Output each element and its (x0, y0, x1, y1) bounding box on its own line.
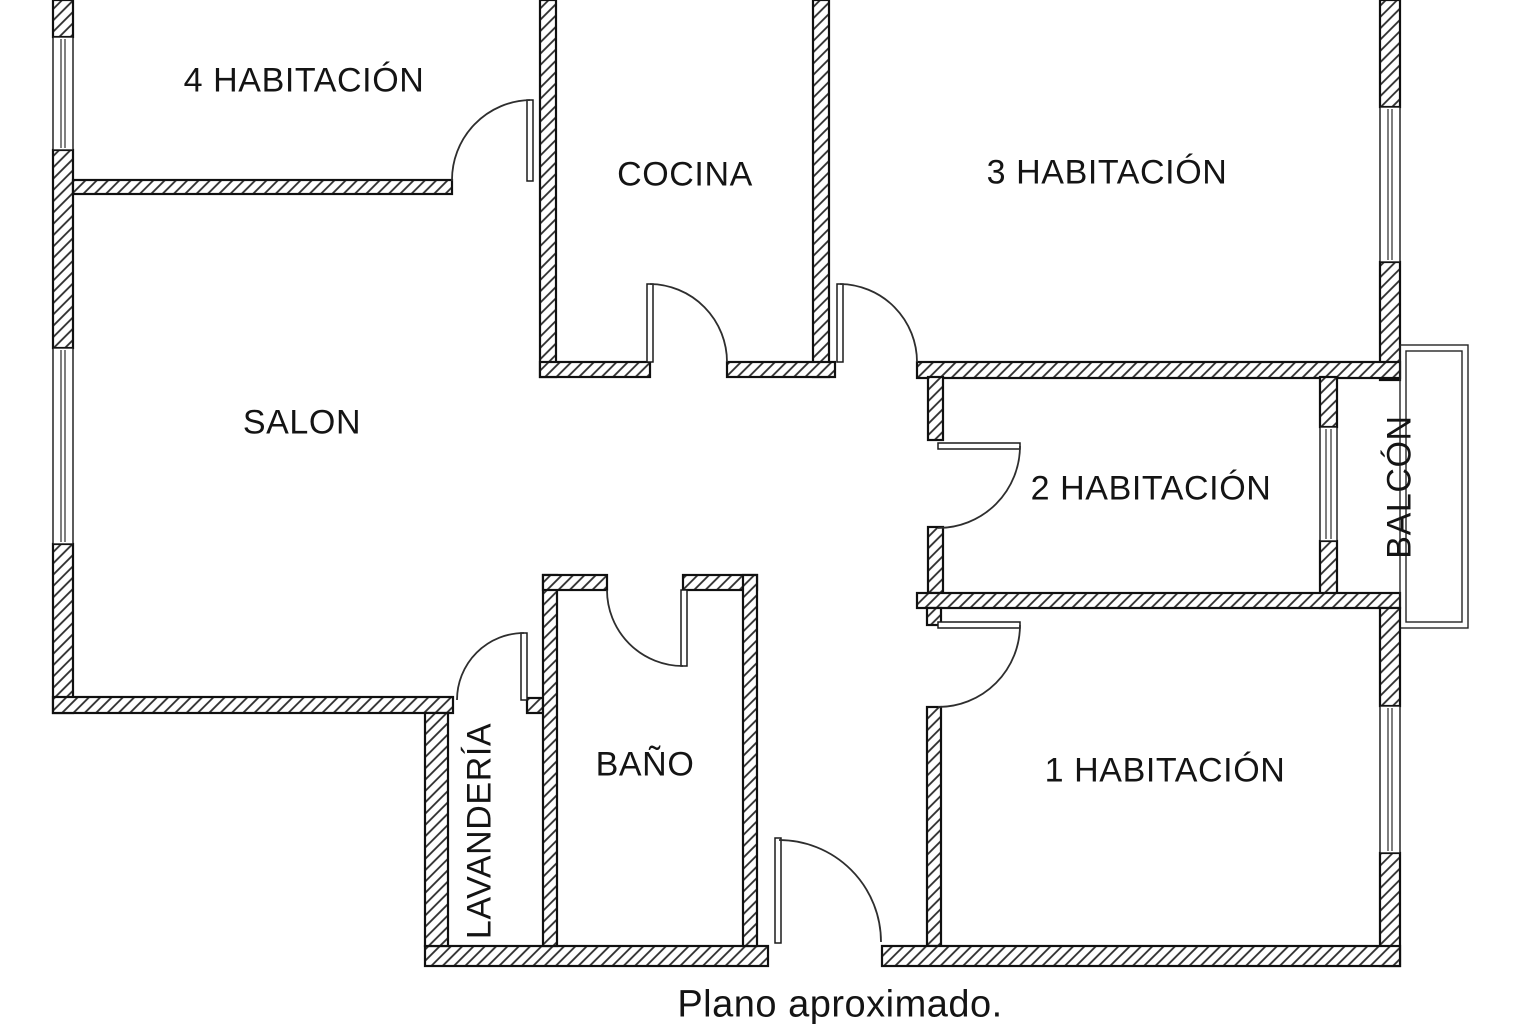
bano-top-wall-left (541, 573, 609, 592)
bano-right-wall (741, 573, 759, 948)
window-room4 (52, 36, 74, 151)
room3-bottom-wall (915, 360, 1402, 380)
cocina-bottom-wall-right (725, 360, 837, 379)
balcony-railing (1399, 344, 1469, 629)
window-balcon (1319, 426, 1338, 542)
lavanderia-left-wall (423, 711, 450, 948)
window-salon (52, 347, 74, 545)
bottom-wall-right (880, 944, 1402, 968)
door-bano (606, 589, 688, 667)
cocina-left-wall (538, 0, 558, 379)
room2-left-wall-top (926, 375, 945, 442)
bano-left-wall (541, 573, 559, 948)
door-4-habitacion (451, 99, 534, 182)
door-1-habitacion (937, 621, 1021, 708)
room3-right-wall (1378, 0, 1402, 382)
door-lavanderia (456, 632, 528, 701)
room-label-lavanderia: LAVANDERÍA (460, 722, 499, 940)
room-label-balcon: BALCÓN (1380, 415, 1419, 559)
room-label-3-habitacion: 3 HABITACIÓN (986, 153, 1228, 192)
room2-right-wall (1318, 375, 1339, 610)
entrance-door (774, 837, 882, 944)
room-label-salon: SALON (242, 403, 362, 442)
room-label-bano: BAÑO (595, 745, 695, 784)
door-cocina (646, 283, 728, 363)
room1-left-wall-stub (925, 606, 943, 627)
door-3-habitacion (836, 283, 918, 363)
exterior-left-wall (51, 0, 75, 715)
plan-caption: Plano aproximado. (677, 983, 1003, 1024)
room4-bottom-wall (71, 178, 454, 196)
room1-right-wall (1378, 606, 1402, 968)
room-label-1-habitacion: 1 HABITACIÓN (1044, 751, 1286, 790)
room-label-2-habitacion: 2 HABITACIÓN (1030, 469, 1272, 508)
bottom-wall-left (423, 944, 770, 968)
room1-left-wall (925, 705, 943, 948)
room2-bottom-wall (915, 591, 1402, 610)
cocina-right-wall (811, 0, 831, 379)
salon-bottom-wall (51, 695, 455, 715)
room-label-4-habitacion: 4 HABITACIÓN (183, 61, 425, 100)
room-label-cocina: COCINA (617, 155, 753, 194)
window-room3 (1379, 106, 1401, 263)
cocina-bottom-wall-left (538, 360, 652, 379)
door-2-habitacion (937, 442, 1021, 529)
window-room1 (1379, 705, 1401, 854)
lavanderia-top-wall-stub (525, 696, 545, 715)
room2-left-wall-bottom (926, 525, 945, 595)
